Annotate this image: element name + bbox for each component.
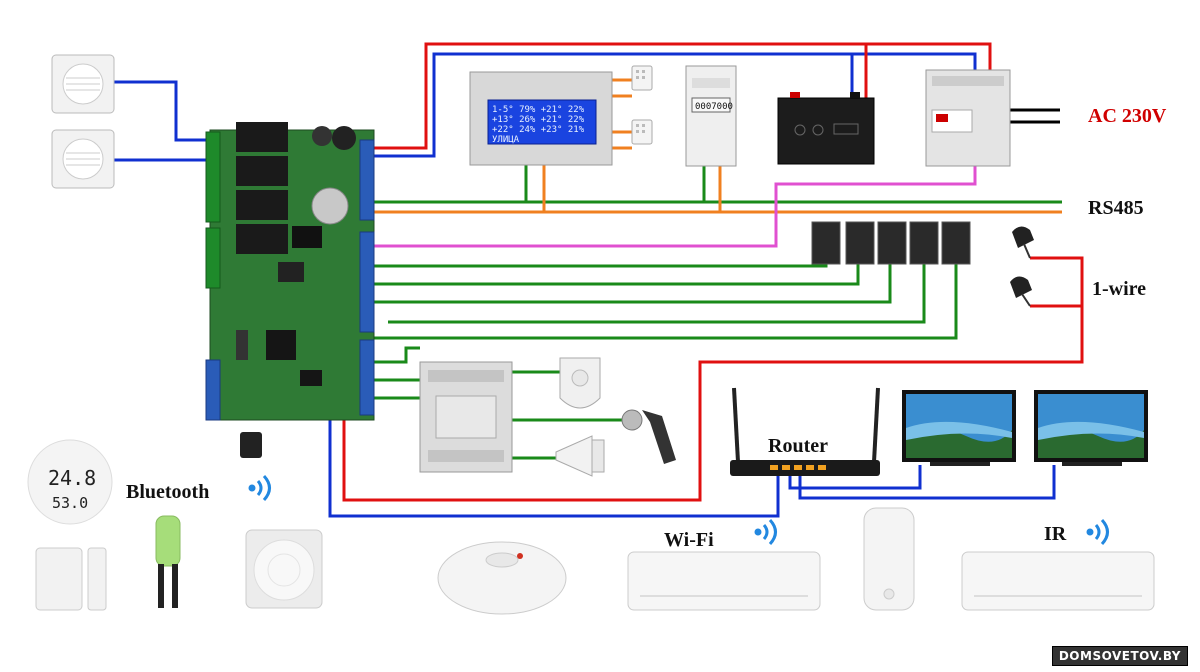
thermo-temperature: 24.8 [48, 466, 96, 490]
bluetooth-signal-icon [248, 474, 271, 502]
din-io-module [419, 361, 513, 473]
onewire-label: 1-wire [1092, 278, 1146, 300]
ds18b20-sensor-1 [1012, 226, 1034, 259]
dht-sensor-2 [631, 119, 653, 145]
pir-motion-sensor [559, 357, 601, 409]
ir-label: IR [1044, 523, 1067, 545]
energy-meter: 0007000 [685, 65, 737, 167]
dht-sensor-1 [631, 65, 653, 91]
wifi-router [730, 387, 880, 476]
watermark: DOMSOVETOV.BY [1051, 646, 1188, 666]
exhaust-fan-1 [51, 54, 115, 114]
sensor-module-5 [941, 221, 971, 265]
dht-wire-1 [612, 78, 632, 98]
din-power-supply [925, 69, 1011, 167]
smart-gateway-hub [245, 529, 323, 609]
sensor-module-3 [877, 221, 907, 265]
lcd-row-1: 1-5° 79% +21° 22% [492, 105, 585, 115]
robot-vacuum [437, 541, 567, 615]
sensor-wire-4 [388, 262, 926, 324]
sensor-module-4 [909, 221, 939, 265]
lcd-row-4: УЛИЦА [492, 135, 520, 145]
sensor-modules [811, 221, 971, 265]
ac-230v-label: AC 230V [1088, 105, 1167, 127]
wifi-signal-icon [754, 518, 777, 546]
backup-battery [777, 92, 875, 165]
dht-wire-2 [612, 130, 632, 150]
tv-2 [1034, 390, 1148, 466]
power-wire-blue [372, 52, 977, 158]
controller-lan-wire [328, 420, 780, 518]
air-purifier [863, 507, 915, 611]
psu-magenta-wire [372, 165, 977, 248]
lcd-row-2: +13° 26% +21° 22% [492, 115, 585, 125]
thermo-humidity: 53.0 [52, 494, 88, 512]
sensor-module-1 [811, 221, 841, 265]
onewire-red [342, 256, 1084, 502]
sensor-wire-1 [372, 262, 828, 268]
air-conditioner-1 [627, 551, 821, 611]
ds18b20-sensor-2 [1010, 276, 1032, 307]
ir-signal-icon [1086, 518, 1109, 546]
controller-board [205, 122, 375, 458]
sensor-wire-2 [372, 262, 860, 286]
bluetooth-label: Bluetooth [126, 481, 209, 503]
wifi-label: Wi-Fi [664, 529, 714, 551]
bluetooth-thermohygrometer: 24.8 53.0 [27, 439, 113, 525]
router-label: Router [768, 435, 828, 457]
alarm-siren [555, 435, 605, 477]
module-wire-1 [372, 346, 420, 364]
tv1-lan-wire [788, 465, 922, 490]
tv2-lan-wire [798, 465, 1056, 500]
lcd-display-unit: 1-5° 79% +21° 22% +13° 26% +21° 22% +22°… [469, 71, 613, 166]
rs485-label: RS485 [1088, 197, 1144, 219]
sensor-module-2 [845, 221, 875, 265]
soil-moisture-sensor [155, 515, 181, 608]
exhaust-fan-2 [51, 129, 115, 189]
power-wire-red [372, 42, 992, 150]
fan1-wire [112, 80, 232, 142]
meter-reading: 0007000 [695, 102, 733, 112]
sensor-wire-3 [372, 262, 892, 304]
air-conditioner-2 [961, 551, 1155, 611]
touch-memory-key-reader [621, 409, 676, 464]
door-window-sensor [35, 547, 107, 611]
lcd-row-3: +22° 24% +23° 21% [492, 125, 585, 135]
tv-1 [902, 390, 1016, 466]
